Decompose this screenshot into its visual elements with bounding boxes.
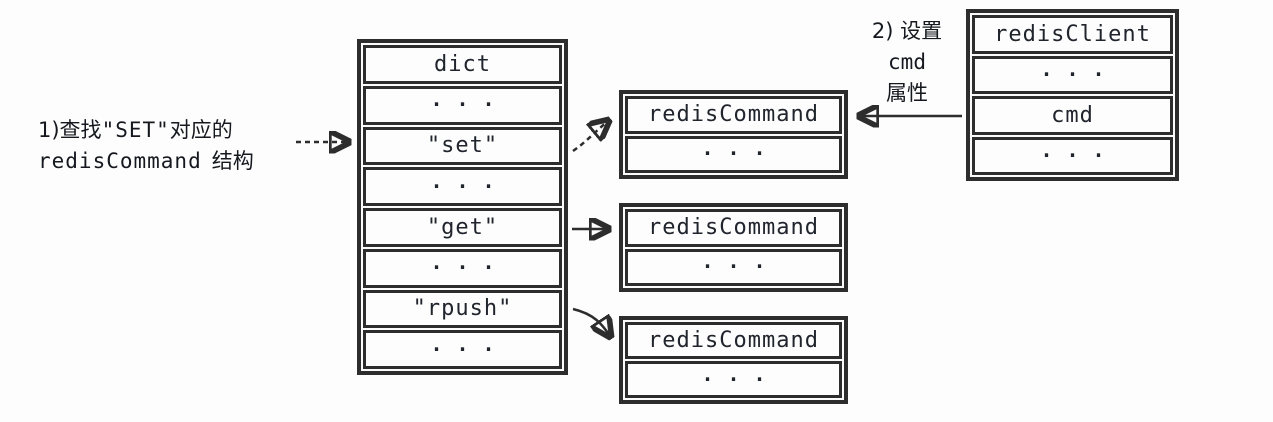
dict-table: dict ... "set" ... "get" ... "rpush" ...: [357, 39, 568, 375]
redis-client-row-ellipsis-1: ...: [972, 55, 1173, 94]
dict-row-get: "get": [363, 208, 562, 247]
step1-annotation: 1)查找"SET"对应的 redisCommand 结构: [38, 115, 254, 177]
redis-command-box-set: redisCommand ...: [619, 90, 848, 179]
redis-client-table: redisClient ... cmd ...: [966, 9, 1179, 181]
redis-command-box-get: redisCommand ...: [619, 203, 848, 292]
redis-command-2-header: redisCommand: [625, 209, 842, 247]
redis-command-3-ellipsis: ...: [625, 361, 842, 398]
step1-rediscommand-word: redisCommand: [38, 149, 202, 173]
step2-annotation: 2) 设置 cmd 属性: [852, 16, 962, 109]
dict-row-ellipsis-4: ...: [363, 330, 562, 369]
redis-client-row-cmd: cmd: [972, 96, 1173, 135]
step2-cmd-word: cmd: [888, 50, 926, 74]
step1-line2: redisCommand 结构: [38, 146, 254, 177]
step2-line3: 属性: [886, 81, 928, 105]
redis-command-1-header: redisCommand: [625, 96, 842, 134]
step1-prefix: 1)查找: [38, 118, 102, 142]
dict-row-header: dict: [363, 45, 562, 84]
arrow-set-to-rediscommand-1: [572, 121, 608, 153]
arrow-rpush-to-rediscommand-3: [572, 307, 610, 336]
redis-command-3-header: redisCommand: [625, 322, 842, 359]
dict-row-ellipsis-2: ...: [363, 167, 562, 206]
step1-quoted-set: "SET": [101, 118, 170, 142]
step1-suffix: 对应的: [169, 118, 233, 142]
dict-row-rpush: "rpush": [363, 289, 562, 329]
redis-command-2-ellipsis: ...: [625, 248, 842, 286]
dict-row-set: "set": [363, 126, 562, 166]
redis-client-row-header: redisClient: [972, 15, 1173, 54]
redis-client-row-ellipsis-2: ...: [972, 136, 1173, 175]
dict-row-ellipsis-3: ...: [363, 248, 562, 288]
dict-row-ellipsis-1: ...: [363, 85, 562, 125]
step2-line1: 2) 设置: [871, 19, 943, 43]
redis-command-box-rpush: redisCommand ...: [619, 316, 848, 404]
step1-line2-suffix: 结构: [211, 149, 254, 173]
redis-command-1-ellipsis: ...: [625, 135, 842, 173]
step1-line1: 1)查找"SET"对应的: [38, 115, 254, 146]
